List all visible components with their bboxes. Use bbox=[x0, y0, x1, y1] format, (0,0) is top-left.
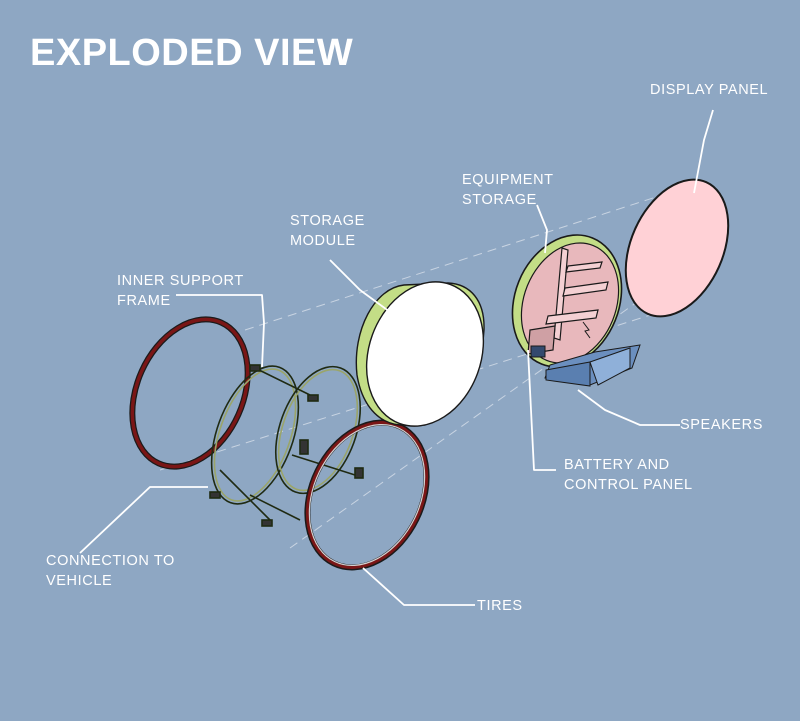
label-connection-to-vehicle: CONNECTION TO VEHICLE bbox=[46, 551, 175, 591]
front-tire bbox=[304, 419, 430, 571]
storage-module bbox=[355, 281, 485, 427]
label-tires-text: TIRES bbox=[477, 598, 523, 614]
page-title: EXPLODED VIEW bbox=[30, 32, 354, 74]
label-inner-support-frame: INNER SUPPORT FRAME bbox=[117, 271, 244, 311]
label-battery-control-panel: BATTERY AND CONTROL PANEL bbox=[564, 455, 693, 495]
label-speakers: SPEAKERS bbox=[680, 415, 763, 435]
label-battery-control-panel-line2: CONTROL PANEL bbox=[564, 477, 693, 493]
label-equipment-storage-line2: STORAGE bbox=[462, 192, 537, 208]
inner-support-frame bbox=[209, 364, 364, 527]
label-display-panel: DISPLAY PANEL bbox=[650, 80, 768, 100]
label-inner-support-frame-line1: INNER SUPPORT bbox=[117, 273, 244, 289]
label-tires: TIRES bbox=[477, 596, 523, 616]
label-storage-module: STORAGE MODULE bbox=[290, 211, 365, 251]
speakers bbox=[544, 344, 641, 387]
label-speakers-text: SPEAKERS bbox=[680, 417, 763, 433]
back-tire bbox=[129, 316, 251, 470]
label-storage-module-line1: STORAGE bbox=[290, 213, 365, 229]
label-display-panel-text: DISPLAY PANEL bbox=[650, 82, 769, 98]
equipment-storage bbox=[511, 234, 623, 368]
label-connection-to-vehicle-line2: VEHICLE bbox=[46, 573, 113, 589]
label-connection-to-vehicle-line1: CONNECTION TO bbox=[46, 553, 175, 569]
leader-lines bbox=[79, 109, 714, 606]
label-storage-module-line2: MODULE bbox=[290, 233, 356, 249]
label-equipment-storage-line1: EQUIPMENT bbox=[462, 172, 554, 188]
label-inner-support-frame-line2: FRAME bbox=[117, 293, 171, 309]
label-equipment-storage: EQUIPMENT STORAGE bbox=[462, 170, 554, 210]
label-battery-control-panel-line1: BATTERY AND bbox=[564, 457, 670, 473]
display-panel bbox=[624, 178, 730, 318]
